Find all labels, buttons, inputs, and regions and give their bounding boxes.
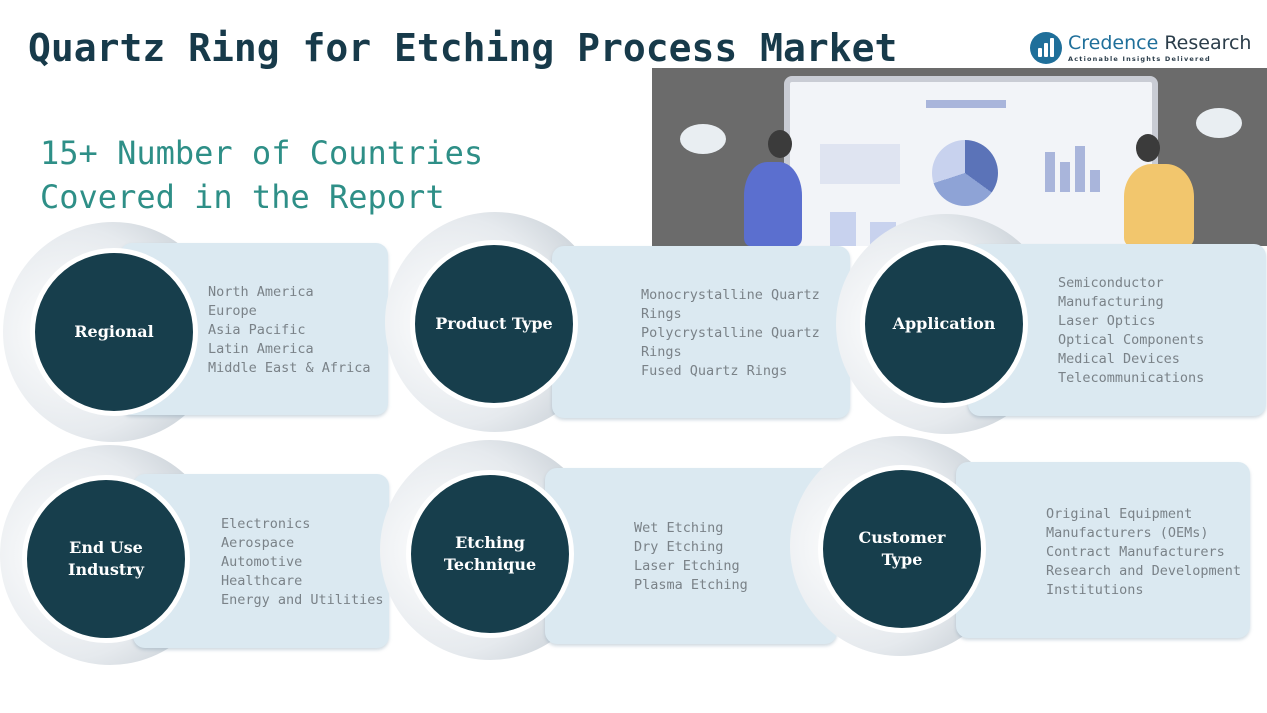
segment-circle-etching-technique: Etching Technique bbox=[406, 470, 574, 638]
list-item: Original Equipment bbox=[1046, 506, 1193, 522]
pie-chart-icon bbox=[932, 140, 998, 206]
speech-bubble-icon bbox=[680, 124, 726, 154]
regional-list: North America Europe Asia Pacific Latin … bbox=[208, 283, 371, 378]
list-item: Rings bbox=[641, 306, 682, 322]
list-item: Optical Components bbox=[1058, 332, 1205, 348]
list-item: Dry Etching bbox=[634, 539, 724, 555]
segment-card-product-type bbox=[552, 246, 850, 418]
segment-label: Product Type bbox=[435, 314, 553, 333]
segment-label: Application bbox=[892, 314, 996, 333]
segment-label: End Use Industry bbox=[67, 538, 145, 579]
list-item: Contract Manufacturers bbox=[1046, 544, 1225, 560]
end-use-industry-list: Electronics Aerospace Automotive Healthc… bbox=[221, 515, 384, 610]
segment-label: Regional bbox=[74, 322, 154, 341]
list-item: Polycrystalline Quartz bbox=[641, 325, 820, 341]
list-item: Institutions bbox=[1046, 582, 1144, 598]
list-item: Asia Pacific bbox=[208, 322, 306, 338]
list-item: Automotive bbox=[221, 554, 303, 570]
segment-circle-application: Application bbox=[860, 240, 1028, 408]
segment-circle-regional: Regional bbox=[30, 248, 198, 416]
list-item: Wet Etching bbox=[634, 520, 724, 536]
credence-research-logo: Credence Research Actionable Insights De… bbox=[1030, 30, 1251, 66]
page-title: Quartz Ring for Etching Process Market bbox=[28, 26, 898, 70]
listener-head bbox=[1136, 134, 1160, 162]
logo-tagline: Actionable Insights Delivered bbox=[1068, 55, 1211, 63]
list-item: Energy and Utilities bbox=[221, 592, 384, 608]
segment-circle-customer-type: Customer Type bbox=[818, 465, 986, 633]
segment-card-customer-type bbox=[956, 462, 1250, 638]
list-item: Research and Development bbox=[1046, 563, 1242, 579]
segment-label: Customer Type bbox=[858, 528, 946, 569]
listener-figure bbox=[1124, 164, 1194, 246]
list-item: Electronics bbox=[221, 516, 311, 532]
segment-card-etching-technique bbox=[545, 468, 837, 644]
list-item: Rings bbox=[641, 344, 682, 360]
presenter-head bbox=[768, 130, 792, 158]
segment-circle-end-use-industry: End Use Industry bbox=[22, 475, 190, 643]
list-item: Manufacturing bbox=[1058, 294, 1164, 310]
etching-technique-list: Wet Etching Dry Etching Laser Etching Pl… bbox=[634, 519, 748, 595]
logo-name: Credence Research bbox=[1068, 32, 1252, 54]
list-item: Latin America bbox=[208, 341, 314, 357]
presentation-board bbox=[784, 76, 1158, 246]
application-list: Semiconductor Manufacturing Laser Optics… bbox=[1058, 274, 1204, 388]
presenter-figure bbox=[744, 162, 802, 246]
list-item: Monocrystalline Quartz bbox=[641, 287, 820, 303]
list-item: Plasma Etching bbox=[634, 577, 748, 593]
list-item: Aerospace bbox=[221, 535, 295, 551]
segment-label: Etching Technique bbox=[443, 533, 537, 574]
product-type-list: Monocrystalline Quartz Rings Polycrystal… bbox=[641, 286, 820, 381]
segment-circle-product-type: Product Type bbox=[410, 240, 578, 408]
bar-chart-icon bbox=[1030, 32, 1062, 64]
list-item: Laser Optics bbox=[1058, 313, 1156, 329]
list-item: Laser Etching bbox=[634, 558, 740, 574]
speech-bubble-icon bbox=[1196, 108, 1242, 138]
list-item: North America bbox=[208, 284, 314, 300]
list-item: Manufacturers (OEMs) bbox=[1046, 525, 1209, 541]
list-item: Middle East & Africa bbox=[208, 360, 371, 376]
list-item: Semiconductor bbox=[1058, 275, 1164, 291]
countries-covered-heading: 15+ Number of Countries Covered in the R… bbox=[40, 134, 484, 216]
list-item: Europe bbox=[208, 303, 257, 319]
list-item: Medical Devices bbox=[1058, 351, 1180, 367]
list-item: Healthcare bbox=[221, 573, 303, 589]
list-item: Fused Quartz Rings bbox=[641, 363, 788, 379]
customer-type-list: Original Equipment Manufacturers (OEMs) … bbox=[1046, 505, 1241, 600]
list-item: Telecommunications bbox=[1058, 370, 1205, 386]
hero-illustration bbox=[652, 68, 1267, 246]
